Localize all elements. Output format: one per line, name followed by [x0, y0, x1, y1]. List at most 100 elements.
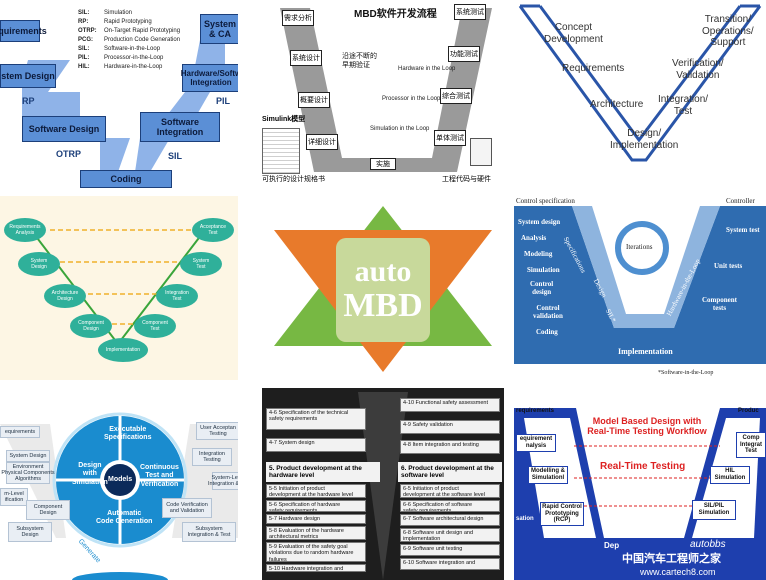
- tile-systems-engineering-v: Concept Development Requirements Archite…: [514, 0, 766, 188]
- tile7-left-box: System Design: [6, 450, 50, 462]
- tile1-legend-abbr: PCG:: [78, 37, 93, 43]
- tile7-right-box: Subsystem Integration & Test: [182, 522, 236, 542]
- tile2-level-pil: Processor in the Loop: [382, 96, 441, 102]
- tile6-v-shape: [514, 206, 766, 364]
- tile7-left-box: Environment Physical Components Algorith…: [1, 462, 55, 484]
- tile9-title: Model Based Design with Real-Time Testin…: [587, 415, 707, 436]
- tile8-top-left-row: 4-7 System design: [266, 438, 366, 452]
- tile3-integration: Integration/ Test: [658, 94, 709, 117]
- tile-mbd-process-chinese: MBD软件开发流程 需求分析系统设计概要设计详细设计 系统测试功能测试综合测试单…: [262, 0, 504, 188]
- tile7-left-box: Component Design: [26, 500, 70, 520]
- tile4-bottom-node: Implementation: [98, 338, 148, 362]
- tile-control-v: Control specification Controller System …: [514, 196, 766, 380]
- tile6-right-item: Unit tests: [714, 262, 743, 270]
- tile8-top-right-row: 4-10 Functional safety assessment: [400, 398, 500, 412]
- tile2-left-box: 详细设计: [306, 134, 338, 150]
- tile1-legend-row: HIL: Hardware-in-the-Loop: [78, 64, 162, 70]
- tile8-left-item: 5-7 Hardware design: [266, 514, 366, 524]
- tile6-footnote: *Software-in-the-Loop: [658, 370, 714, 376]
- tile3-design: Design/ Implementation: [610, 128, 679, 151]
- tile8-right-item: 6-7 Software architectural design: [400, 514, 500, 526]
- tile9-left-label: sation: [516, 516, 534, 522]
- tile7-wheel: [0, 412, 238, 580]
- tile8-top-right-row: 4-8 Item integration and testing: [400, 440, 500, 454]
- tile3-concept: Concept Development: [544, 22, 603, 45]
- tile1-legend-abbr: OTRP:: [78, 28, 97, 34]
- tile8-left-item: 5-6 Specification of hardware safety req…: [266, 500, 366, 512]
- tile8-left-item: 5-10 Hardware integration and: [266, 564, 366, 572]
- tile8-v-overlay: [358, 392, 408, 580]
- tile8-right-item: 6-6 Specification of software safety req…: [400, 500, 500, 512]
- tile6-left-item: Analysis: [521, 234, 547, 242]
- tile1-label-otrp: OTRP: [56, 149, 82, 159]
- tile6-left-item: Control design: [530, 280, 554, 297]
- tile2-left-box: 需求分析: [282, 10, 314, 26]
- tile1-box-system-ca: System & CA: [200, 14, 238, 44]
- tile2-simulink-thumb: [262, 128, 300, 174]
- tile1-label-rp: RP: [22, 96, 35, 106]
- tile1-legend-text: On-Target Rapid Prototyping: [104, 28, 181, 34]
- tile3-v-outline: [518, 4, 762, 162]
- tile2-bottom-left: 可执行的设计规格书: [262, 176, 325, 183]
- tile4-left-node: Requirements Analysis: [4, 218, 46, 242]
- tile3-architecture: Architecture: [590, 99, 644, 110]
- tile-iso26262: 4-6 Specification of the technical safet…: [262, 388, 504, 580]
- tile2-right-box: 综合测试: [440, 88, 472, 104]
- tile9-rtt: Real-Time Testing: [600, 461, 686, 472]
- tile8-left-item: 5-5 Initiation of product development at…: [266, 484, 366, 498]
- tile7-right-box: User Acceptan Testing: [196, 422, 238, 440]
- tile4-left-node: Architecture Design: [44, 284, 86, 308]
- tile4-left-node: System Design: [18, 252, 60, 276]
- tile-realtime-testing: Model Based Design with Real-Time Testin…: [514, 388, 766, 580]
- tile6-left-item: System design: [518, 218, 561, 226]
- tile6-left-item: Simulation: [527, 266, 560, 274]
- tile4-left-node: Component Design: [70, 314, 112, 338]
- tile1-legend-text: Rapid Prototyping: [104, 19, 152, 25]
- tile7-left-box: m-Level ification: [0, 488, 28, 506]
- tile1-box-coding: Coding: [80, 170, 172, 188]
- tile9-right-box: Comp Integrat Test: [736, 432, 766, 458]
- tile9-left-box: Rapid Control Prototyping (RCP): [540, 502, 584, 526]
- tile2-box-bottom: 实施: [370, 158, 396, 170]
- tile9-right-box: SIL/PIL Simulation: [692, 500, 736, 520]
- tile2-level-sil: Simulation in the Loop: [370, 126, 430, 132]
- tile2-left-box: 概要设计: [298, 92, 330, 108]
- tile8-left-item: 5-9 Evaluation of the safety goal violat…: [266, 542, 366, 562]
- tile7-seg-codegen: Automatic Code Generation: [96, 510, 153, 526]
- tile-models-wheel: Models Executable Specifications Continu…: [0, 388, 238, 580]
- tile7-left-box: equirements: [0, 426, 40, 438]
- tile1-legend-abbr: HIL:: [78, 64, 90, 70]
- tile1-legend-text: Hardware-in-the-Loop: [104, 64, 163, 70]
- tile1-legend-abbr: RP:: [78, 19, 89, 25]
- tile7-right-box: Integration Testing: [192, 448, 232, 466]
- tile1-legend-abbr: SIL:: [78, 46, 90, 52]
- tile6-left-item: Coding: [536, 328, 558, 336]
- tile9-left-box: Modelling & Simulationl: [528, 466, 568, 484]
- tile1-legend-abbr: PIL:: [78, 55, 90, 61]
- tile4-right-node: Component Test: [134, 314, 176, 338]
- tile2-title: MBD软件开发流程: [354, 9, 437, 20]
- tile8-left-header: 5. Product development at the hardware l…: [266, 462, 380, 482]
- tile2-right-box: 功能测试: [448, 46, 480, 62]
- tile2-bottom-right: 工程代码与硬件: [442, 176, 491, 183]
- tile8-right-header: 6. Product development at the software l…: [398, 462, 502, 482]
- tile2-file-icon: [470, 138, 492, 166]
- tile1-box-requirements: equirements: [0, 20, 47, 42]
- tile5-line-mbd: MBD: [343, 286, 423, 324]
- tile1-legend-row: SIL:Software-in-the-Loop: [78, 46, 160, 52]
- tile6-implementation: Implementation: [618, 347, 673, 356]
- tile6-left-item: Modeling: [524, 250, 553, 258]
- tile8-right-item: 6-8 Software unit design and implementat…: [400, 528, 500, 542]
- tile9-left-requirements: requirements: [516, 408, 555, 414]
- tile1-legend-text: Simulation: [104, 10, 133, 16]
- tile9-watermark-cn: 中国汽车工程师之家: [622, 553, 721, 565]
- tile9-bottom: Dep: [604, 541, 620, 550]
- tile4-right-node: System Test: [180, 252, 222, 276]
- tile8-right-item: 6-10 Software integration and: [400, 558, 500, 570]
- tile9-left-box: equirement nalysis: [516, 434, 556, 452]
- tile1-box-hw-sw-integration: Hardware/Softw Integration: [181, 64, 238, 92]
- tile6-iterations: Iterations: [626, 243, 653, 251]
- tile2-simulink-label: Simulink模型: [262, 116, 306, 123]
